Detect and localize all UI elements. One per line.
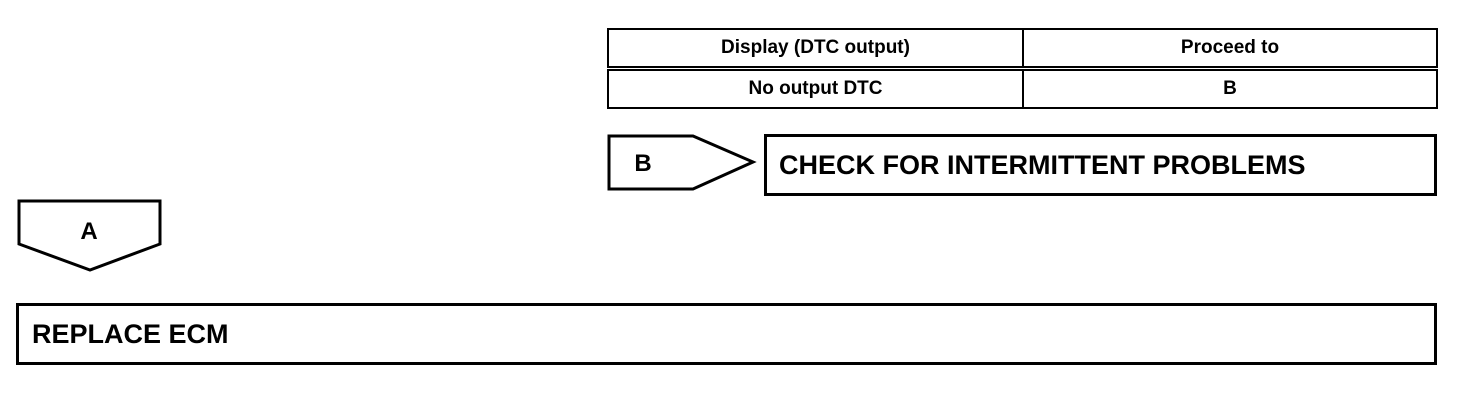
- cell-display-value: No output DTC: [607, 67, 1024, 109]
- header-proceed-to: Proceed to: [1022, 28, 1438, 71]
- check-intermittent-problems-text: CHECK FOR INTERMITTENT PROBLEMS: [779, 149, 1306, 180]
- replace-ecm-box: REPLACE ECM: [16, 303, 1437, 365]
- table-row: No output DTC B: [607, 67, 1438, 109]
- result-table: Display (DTC output) Proceed to No outpu…: [607, 28, 1438, 109]
- cell-proceed-value: B: [1022, 67, 1438, 109]
- branch-b-tag: B: [607, 134, 757, 191]
- branch-a-tag: A: [17, 199, 162, 272]
- branch-b-label: B: [634, 150, 651, 177]
- header-display-dtc-output: Display (DTC output): [607, 28, 1024, 71]
- branch-a-label: A: [80, 218, 97, 245]
- table-header-row: Display (DTC output) Proceed to: [607, 28, 1438, 71]
- check-intermittent-problems-box: CHECK FOR INTERMITTENT PROBLEMS: [764, 134, 1437, 196]
- replace-ecm-text: REPLACE ECM: [32, 318, 229, 349]
